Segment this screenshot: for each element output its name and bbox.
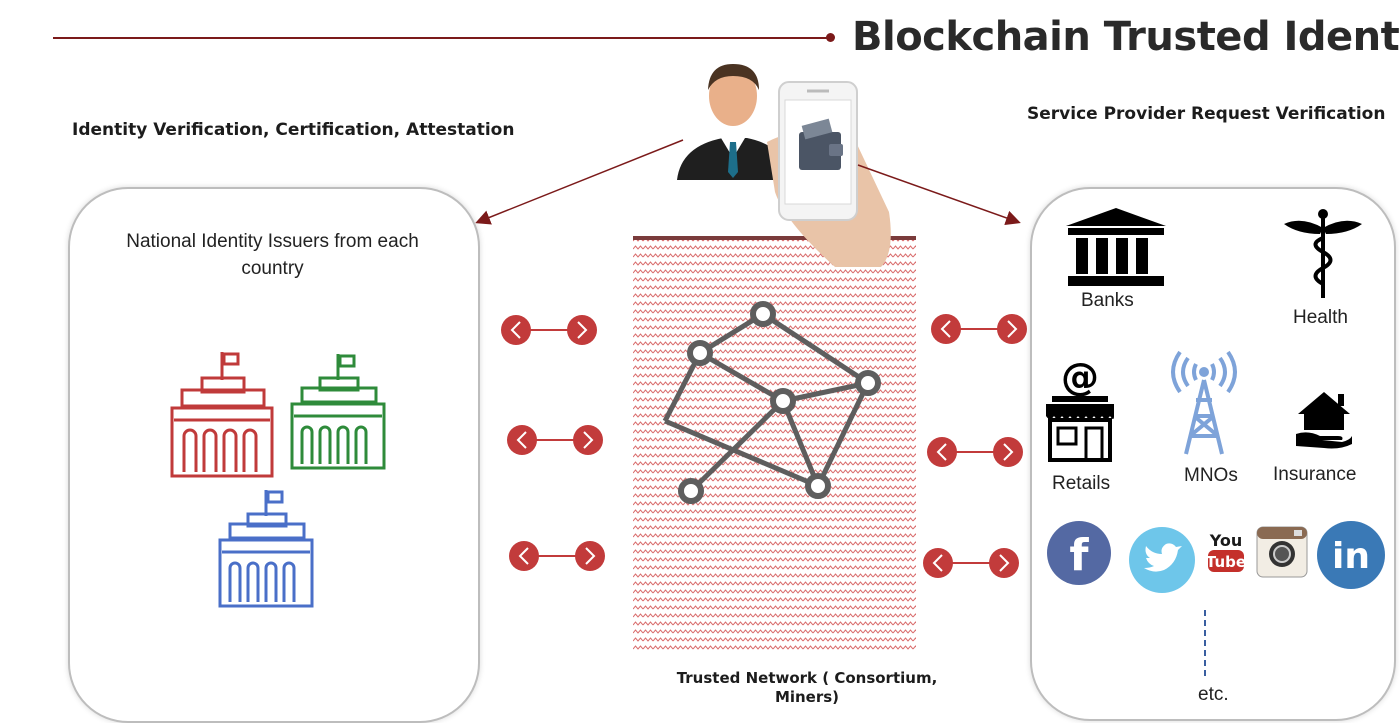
house-hand-icon [1296, 392, 1352, 449]
etc-label: etc. [1198, 684, 1229, 705]
provider-label-health: Health [1293, 307, 1348, 328]
bidirectional-connector-icon [509, 541, 605, 571]
twitter-icon[interactable] [1128, 526, 1196, 594]
youtube-icon[interactable]: You Tube [1206, 530, 1246, 574]
svg-text:You: You [1209, 531, 1243, 550]
bidirectional-connector-icon [931, 314, 1027, 344]
store-icon: @ [1046, 358, 1114, 462]
provider-label-banks: Banks [1081, 290, 1134, 311]
right-heading: Service Provider Request Verification [1027, 104, 1386, 124]
left-heading: Identity Verification, Certification, At… [72, 120, 515, 140]
facebook-icon[interactable]: f [1046, 520, 1112, 586]
provider-label-retails: Retails [1052, 473, 1111, 494]
user-icon [677, 64, 789, 180]
wallet-icon [799, 132, 841, 170]
provider-label-mnos: MNOs [1184, 465, 1238, 486]
svg-text:@: @ [1061, 358, 1099, 399]
trusted-network-block [633, 236, 916, 650]
svg-text:in: in [1332, 536, 1370, 577]
svg-text:f: f [1069, 530, 1089, 581]
bidirectional-connector-icon [923, 548, 1019, 578]
antenna-tower-icon [1171, 350, 1237, 455]
bidirectional-connector-icon [927, 437, 1023, 467]
government-building-icon [170, 352, 274, 478]
caduceus-icon [1284, 209, 1362, 298]
linkedin-icon[interactable]: in [1316, 520, 1386, 590]
bidirectional-connector-icon [507, 425, 603, 455]
more-providers-line [1204, 610, 1206, 676]
network-graph [662, 311, 871, 493]
government-building-icon [218, 490, 314, 608]
bidirectional-connector-icon [501, 315, 597, 345]
network-caption: Trusted Network ( Consortium, Miners) [676, 669, 938, 706]
government-building-icon [290, 354, 386, 470]
page-title: Blockchain Trusted Identity [852, 14, 1400, 60]
svg-text:Tube: Tube [1206, 553, 1246, 571]
title-rule-dot [826, 33, 835, 42]
title-rule [53, 37, 828, 39]
bank-icon [1066, 208, 1166, 286]
provider-label-insurance: Insurance [1273, 464, 1357, 485]
issuers-label: National Identity Issuers from each coun… [126, 231, 419, 279]
instagram-icon[interactable] [1256, 526, 1308, 578]
identity-issuers-panel [68, 187, 480, 723]
